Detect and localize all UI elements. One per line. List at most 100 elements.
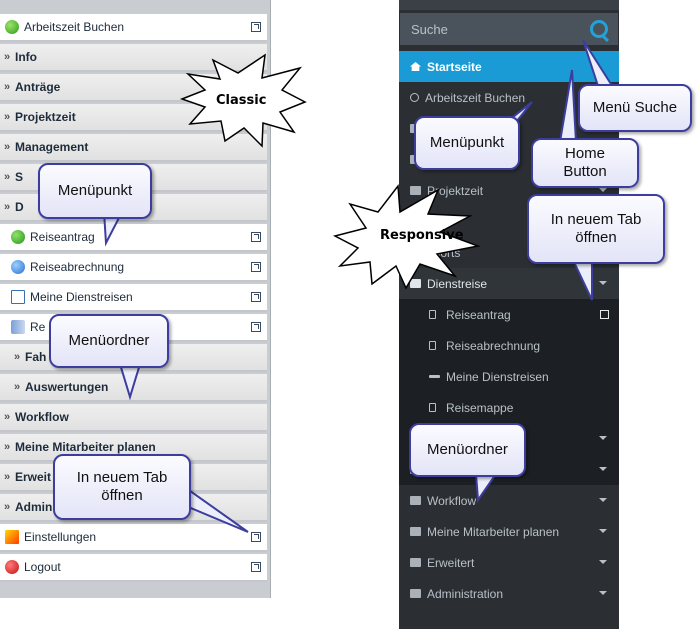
classic-menu-label: Arbeitszeit Buchen (24, 20, 125, 34)
book-icon (11, 320, 25, 334)
folder-icon (410, 527, 421, 536)
classic-menu-item[interactable]: Reiseabrechnung (0, 254, 267, 282)
folder-icon (410, 558, 421, 567)
open-in-new-tab-icon[interactable] (251, 562, 261, 572)
search-icon[interactable] (590, 20, 608, 38)
classic-menu-label: Meine Mitarbeiter planen (15, 440, 156, 454)
chevron-right-icon: » (4, 171, 11, 183)
classic-menu-item[interactable]: Reiseantrag (0, 224, 267, 252)
responsive-top-bar (399, 0, 619, 10)
open-in-new-tab-icon[interactable] (251, 322, 261, 332)
chevron-right-icon: » (4, 111, 11, 123)
responsive-menu-item[interactable]: Workflow (399, 485, 619, 516)
folder-icon (410, 217, 421, 226)
responsive-menu-label: eports (427, 245, 461, 260)
responsive-menu-item[interactable]: Dienstreise (399, 268, 619, 299)
responsive-star-label: Responsive (380, 228, 464, 243)
chevron-right-icon: » (4, 51, 11, 63)
open-in-new-tab-icon[interactable] (251, 292, 261, 302)
caret-down-icon[interactable] (599, 281, 607, 285)
responsive-menu-label: Dienstreise (427, 276, 488, 291)
responsive-menu-label: Meine Mitarbeiter planen (427, 524, 560, 539)
responsive-menu-item[interactable]: Administration (399, 578, 619, 609)
caret-down-icon[interactable] (599, 498, 607, 502)
search-box[interactable]: Suche (400, 13, 618, 45)
responsive-menu-label: Projektzeit (427, 183, 484, 198)
responsive-menu-label: Workflow (427, 493, 477, 508)
classic-menu-label: Meine Dienstreisen (30, 290, 133, 304)
chevron-right-icon: » (14, 351, 21, 363)
chevron-right-icon: » (4, 471, 11, 483)
responsive-menu-label: Administration (427, 586, 504, 601)
folder-icon (410, 248, 421, 257)
caret-down-icon[interactable] (599, 467, 607, 471)
classic-menu-label: Projektzeit (15, 110, 76, 124)
responsive-menu-label: Reisemappe (446, 400, 514, 415)
classic-menu-folder[interactable]: »Auswertungen (0, 374, 267, 402)
responsive-menu-label: Reiseantrag (446, 307, 511, 322)
open-in-new-tab-icon[interactable] (251, 262, 261, 272)
chevron-right-icon: » (14, 381, 21, 393)
caret-down-icon[interactable] (599, 560, 607, 564)
classic-menu-label: Management (15, 140, 89, 154)
caret-down-icon[interactable] (599, 529, 607, 533)
responsive-menu-label: ent (427, 214, 444, 229)
bookmark-icon (429, 341, 436, 350)
menu-suche-callout: Menü Suche (578, 84, 692, 132)
blue-arrow-circle-icon (11, 260, 25, 274)
classic-menu-folder[interactable]: » Projektzeit (0, 104, 267, 132)
classic-menu-label: Info (15, 50, 37, 64)
classic-menu-label: Anträge (15, 80, 61, 94)
neuer-tab-callout-right: In neuem Tab öffnen (527, 194, 665, 264)
responsive-submenu-item[interactable]: Reisemappe (399, 392, 619, 423)
open-in-new-tab-icon[interactable] (251, 22, 261, 32)
open-in-new-tab-icon[interactable] (251, 232, 261, 242)
responsive-menu-label: Startseite (427, 59, 482, 74)
chevron-right-icon: » (4, 501, 11, 513)
folder-icon (410, 496, 421, 505)
classic-menu-item[interactable]: Meine Dienstreisen (0, 284, 267, 312)
responsive-submenu-item[interactable]: Reiseantrag (399, 299, 619, 330)
classic-menu-label: Erweit (15, 470, 52, 484)
menuordner-callout-left: Menüordner (49, 314, 169, 368)
classic-menu-folder[interactable]: » Info (0, 44, 267, 72)
bookmark-icon (429, 310, 436, 319)
classic-menu-label: Workflow (15, 410, 69, 424)
plane-icon (429, 375, 440, 378)
red-power-icon (5, 560, 19, 574)
classic-menu-label: Reiseabrechnung (30, 260, 125, 274)
responsive-submenu-item[interactable]: Reiseabrechnung (399, 330, 619, 361)
folder-open-icon (410, 279, 421, 288)
home-button-callout: Home Button (531, 138, 639, 188)
responsive-menu-item[interactable]: Arbeitszeit Buchen (399, 82, 619, 113)
menupunkt-callout-left: Menüpunkt (38, 163, 152, 219)
classic-menu-label: Einstellungen (24, 530, 97, 544)
classic-menu-label: Logout (24, 560, 61, 574)
classic-star-label: Classic (216, 93, 267, 108)
responsive-menu-label: Reiseabrechnung (446, 338, 541, 353)
folder-icon (410, 186, 421, 195)
neuer-tab-callout-left: In neuem Tab öffnen (53, 454, 191, 520)
chevron-right-icon: » (4, 201, 11, 213)
open-in-new-tab-icon[interactable] (251, 532, 261, 542)
responsive-menu-item[interactable]: Startseite (399, 51, 619, 82)
green-arrow-circle-icon (11, 230, 25, 244)
caret-down-icon[interactable] (599, 436, 607, 440)
open-in-new-tab-icon[interactable] (600, 310, 609, 319)
chevron-right-icon: » (4, 441, 11, 453)
classic-menu-item[interactable]: Arbeitszeit Buchen (0, 14, 267, 42)
classic-menu-label: D (15, 200, 24, 214)
responsive-submenu-item[interactable]: Meine Dienstreisen (399, 361, 619, 392)
classic-menu-label: S (15, 170, 24, 184)
classic-menu-folder[interactable]: »Workflow (0, 404, 267, 432)
menuordner-callout-right: Menüordner (409, 423, 526, 477)
caret-down-icon[interactable] (599, 591, 607, 595)
classic-menu-folder[interactable]: »Management (0, 134, 267, 162)
responsive-menu-label: Meine Dienstreisen (446, 369, 549, 384)
classic-menu-item[interactable]: Einstellungen (0, 524, 267, 552)
caret-down-icon[interactable] (599, 188, 607, 192)
settings-gradient-icon (5, 530, 19, 544)
classic-menu-item[interactable]: Logout (0, 554, 267, 582)
responsive-menu-item[interactable]: Meine Mitarbeiter planen (399, 516, 619, 547)
responsive-menu-item[interactable]: Erweitert (399, 547, 619, 578)
